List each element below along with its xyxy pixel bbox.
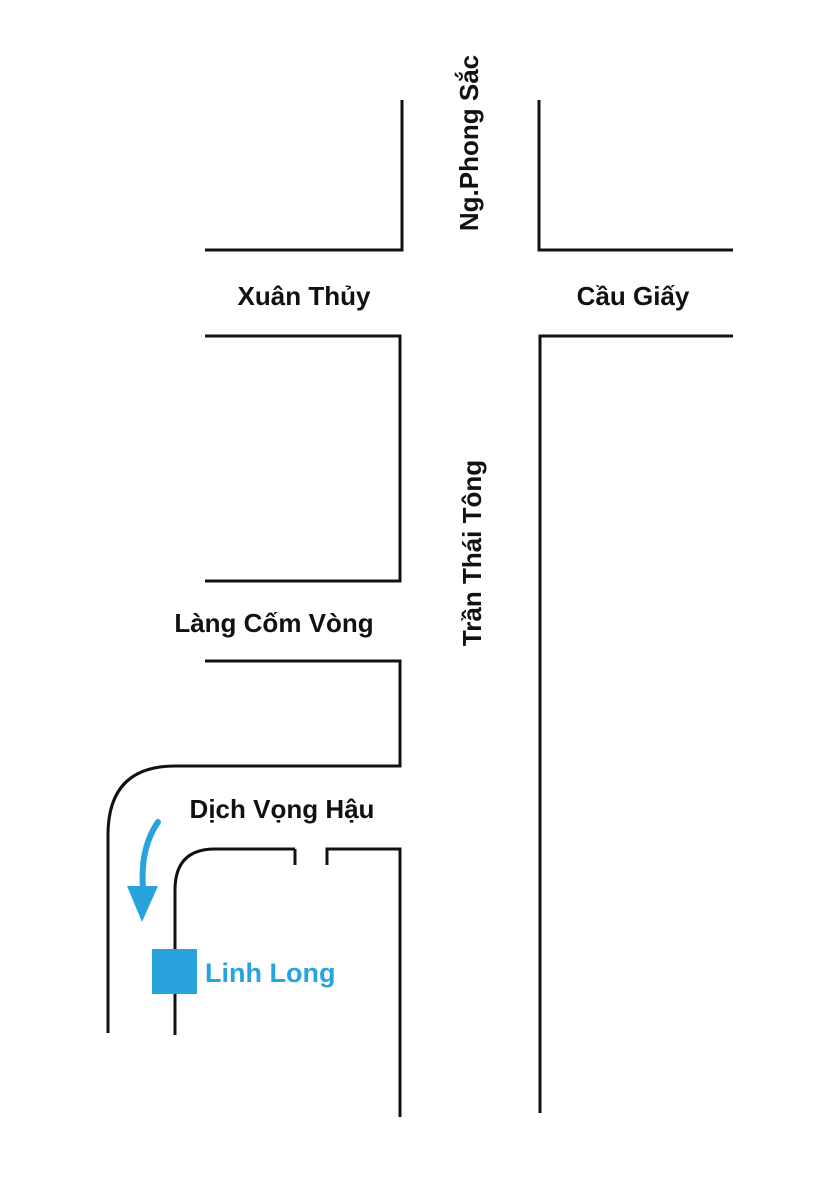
road-edge-lang-com-vong-south xyxy=(106,659,402,1033)
road-edge-top-right xyxy=(537,100,733,252)
street-label-xuan-thuy: Xuân Thủy xyxy=(238,281,371,311)
road-edge-top-left xyxy=(205,100,404,252)
street-label-ng-phong-sac: Ng.Phong Sắc xyxy=(454,55,484,231)
curved-arrow-down-icon xyxy=(127,819,161,922)
street-label-cau-giay: Cầu Giấy xyxy=(577,281,690,311)
street-label-tran-thai-tong: Trần Thái Tông xyxy=(457,460,487,646)
street-label-lang-com-vong: Làng Cốm Vòng xyxy=(174,608,373,638)
street-label-dich-vong-hau: Dịch Vọng Hậu xyxy=(190,794,375,824)
road-edge-cau-giay-south xyxy=(538,334,733,1113)
road-edge-xuan-thuy-south xyxy=(205,334,402,583)
road-edge-dich-vong-hau-south-left-top xyxy=(173,847,295,1035)
location-label-linh-long: Linh Long xyxy=(205,958,335,988)
road-edge-dich-vong-hau-south-right xyxy=(325,847,402,1117)
location-square-icon xyxy=(152,949,197,994)
road-edges xyxy=(106,100,733,1117)
